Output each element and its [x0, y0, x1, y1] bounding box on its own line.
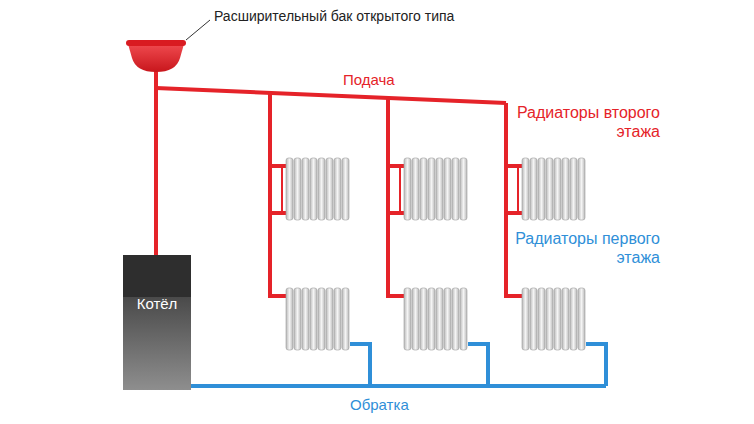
- radiator-section: [436, 158, 443, 220]
- radiator-section: [342, 158, 349, 220]
- radiator-section: [318, 158, 325, 220]
- radiator-section: [302, 288, 309, 350]
- radiator-section: [444, 288, 451, 350]
- radiator-section: [412, 288, 419, 350]
- radiator-section: [538, 288, 545, 350]
- radiator-section: [310, 158, 317, 220]
- bypass: [282, 166, 518, 213]
- radiator-section: [318, 288, 325, 350]
- boiler-box: Котёл: [123, 255, 191, 390]
- radiator-section: [530, 158, 537, 220]
- return-pipes: [186, 344, 606, 386]
- radiator-section: [286, 158, 293, 220]
- radiator-section: [326, 288, 333, 350]
- radiator-section: [428, 158, 435, 220]
- radiator-section: [562, 158, 569, 220]
- radiator-section: [554, 158, 561, 220]
- return-label: Обратка: [350, 396, 409, 414]
- radiator-section: [578, 288, 585, 350]
- radiator-section: [334, 158, 341, 220]
- radiator-section: [420, 288, 427, 350]
- radiator-section: [310, 288, 317, 350]
- radiator-section: [562, 288, 569, 350]
- radiator-section: [452, 158, 459, 220]
- radiator-section: [342, 288, 349, 350]
- boiler-label: Котёл: [123, 295, 191, 312]
- lower-radiators-label: Радиаторы первого этажа: [500, 229, 660, 267]
- radiator-section: [294, 288, 301, 350]
- radiator-section: [302, 158, 309, 220]
- radiator-section: [554, 288, 561, 350]
- supply-pipes: [156, 68, 522, 296]
- radiator-section: [578, 158, 585, 220]
- radiator-section: [452, 288, 459, 350]
- radiator-section: [428, 288, 435, 350]
- tank-label: Расширительный бак открытого типа: [214, 8, 454, 25]
- radiator-section: [522, 158, 529, 220]
- radiator-section: [294, 158, 301, 220]
- radiator-section: [570, 288, 577, 350]
- radiator-section: [546, 158, 553, 220]
- expansion-tank: [126, 40, 186, 72]
- radiator-section: [436, 288, 443, 350]
- radiator-section: [412, 158, 419, 220]
- supply-label: Подача: [343, 71, 395, 89]
- radiator-section: [522, 288, 529, 350]
- radiator-section: [404, 288, 411, 350]
- radiator-section: [334, 288, 341, 350]
- radiator-section: [570, 158, 577, 220]
- radiator-section: [460, 158, 467, 220]
- radiators: [286, 158, 585, 350]
- radiator-section: [326, 158, 333, 220]
- radiator-section: [420, 158, 427, 220]
- radiator-section: [538, 158, 545, 220]
- radiator-section: [444, 158, 451, 220]
- radiator-section: [546, 288, 553, 350]
- radiator-section: [530, 288, 537, 350]
- leader-line: [186, 20, 210, 40]
- radiator-section: [286, 288, 293, 350]
- radiator-section: [460, 288, 467, 350]
- upper-radiators-label: Радиаторы второго этажа: [500, 103, 660, 141]
- radiator-section: [404, 158, 411, 220]
